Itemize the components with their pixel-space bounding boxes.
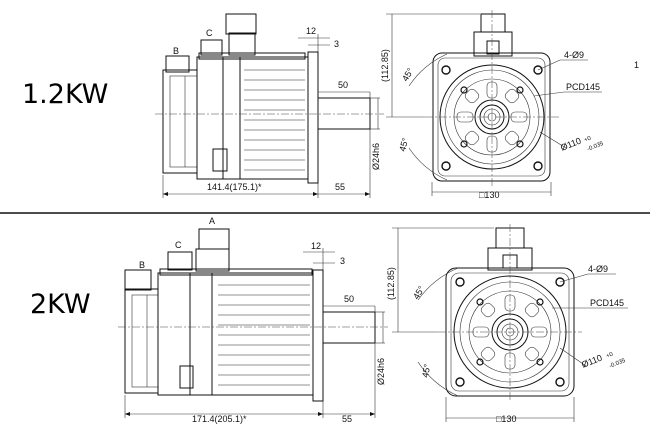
power-label: 1.2KW [22, 79, 108, 110]
section-2kw: 2KW B C A [30, 216, 628, 424]
front-view: (112.85) 45° 45° □130 4-Ø9 PCD145 Ø110 +… [380, 10, 639, 200]
cooling-fins [244, 69, 305, 171]
bolt-holes [455, 277, 565, 387]
svg-text:PCD145: PCD145 [590, 298, 624, 308]
svg-text:(112.85): (112.85) [386, 267, 396, 300]
front-dimensions: (112.85) 45° 45° □130 4-Ø9 PCD145 Ø110 +… [386, 227, 628, 424]
section-1-2kw: 1.2KW B C [22, 10, 639, 200]
svg-text:-0.035: -0.035 [609, 358, 628, 370]
svg-text:12: 12 [306, 26, 316, 36]
svg-text:12: 12 [311, 241, 321, 251]
motor-body [196, 56, 309, 180]
connector-a [198, 228, 230, 250]
svg-text:C: C [206, 28, 213, 38]
svg-text:(112.85): (112.85) [380, 49, 390, 82]
connector-b [124, 269, 152, 291]
front-dimensions: (112.85) 45° 45° □130 4-Ø9 PCD145 Ø110 +… [380, 13, 606, 200]
connector-c [167, 251, 193, 271]
svg-text:3: 3 [334, 39, 339, 49]
shaft [317, 97, 371, 130]
svg-text:+0: +0 [584, 135, 593, 143]
power-label: 2KW [30, 289, 91, 320]
front-view: (112.85) 45° 45° □130 4-Ø9 PCD145 Ø110 +… [386, 224, 628, 424]
note-mark: 1 [634, 60, 639, 70]
svg-text:C: C [175, 240, 182, 250]
svg-text:PCD145: PCD145 [566, 82, 600, 92]
svg-text:B: B [139, 260, 145, 270]
connector-b [165, 55, 190, 73]
svg-text:Ø110: Ø110 [580, 353, 604, 370]
svg-text:□130: □130 [496, 414, 516, 424]
svg-text:3: 3 [340, 256, 345, 266]
connector-a [225, 13, 257, 35]
flange [312, 269, 324, 402]
svg-text:45°: 45° [411, 284, 427, 301]
side-view: B C A [118, 216, 388, 424]
connector-c [200, 39, 223, 56]
svg-text:-0.035: -0.035 [587, 141, 606, 153]
svg-text:+0: +0 [606, 351, 615, 359]
bolt-holes [441, 65, 543, 171]
svg-text:50: 50 [338, 80, 348, 90]
svg-text:4-Ø9: 4-Ø9 [588, 264, 608, 274]
svg-text:45°: 45° [397, 136, 410, 152]
svg-text:55: 55 [342, 414, 352, 424]
terminal-block [473, 31, 513, 57]
svg-text:50: 50 [344, 294, 354, 304]
svg-text:Ø24h6: Ø24h6 [371, 143, 381, 170]
svg-text:171.4(205.1)*: 171.4(205.1)* [192, 414, 247, 424]
shaft [322, 311, 376, 344]
svg-text:4-Ø9: 4-Ø9 [564, 50, 584, 60]
encoder-cap [162, 69, 198, 174]
svg-text:Ø24h6: Ø24h6 [376, 358, 386, 385]
encoder-cap [124, 288, 159, 394]
side-view: B C [155, 13, 384, 198]
svg-text:B: B [173, 46, 179, 56]
motor-body [157, 272, 314, 396]
svg-text:A: A [209, 216, 215, 226]
side-dimensions: 141.4(175.1)* 55 50 12 3 Ø24h6 [162, 26, 381, 198]
side-dimensions: 171.4(205.1)* 55 50 12 3 Ø24h6 [124, 241, 386, 424]
svg-text:141.4(175.1)*: 141.4(175.1)* [207, 182, 262, 192]
cooling-fins [218, 284, 310, 386]
svg-text:□130: □130 [479, 190, 499, 200]
svg-text:55: 55 [335, 182, 345, 192]
svg-text:45°: 45° [420, 363, 432, 379]
svg-text:Ø110: Ø110 [559, 136, 583, 153]
flange [307, 51, 319, 184]
